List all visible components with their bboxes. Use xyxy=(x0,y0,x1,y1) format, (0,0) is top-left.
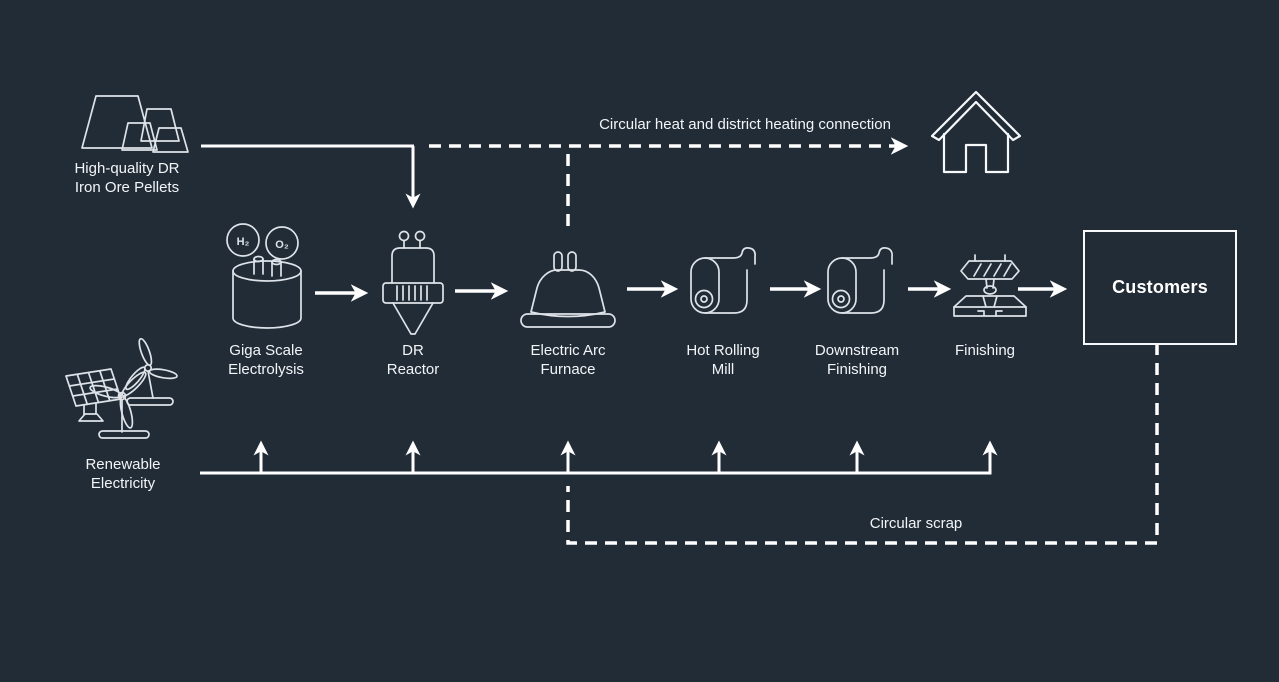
circular-heat-dashed-line xyxy=(429,137,909,226)
ore-piles-icon xyxy=(81,95,189,153)
electric-arc-furnace-icon xyxy=(520,251,616,328)
circular-scrap-dashed-line xyxy=(566,343,1159,545)
electrolysis-label: Giga Scale Electrolysis xyxy=(228,342,304,378)
renewable-electricity-line xyxy=(200,440,998,475)
dr-reactor-icon xyxy=(382,230,444,335)
h2-label: H₂ xyxy=(237,236,250,248)
milling-machine-icon xyxy=(953,254,1027,317)
customers-label: Customers xyxy=(1112,277,1208,297)
house-icon xyxy=(930,90,1022,174)
downstream-finishing-label: Downstream Finishing xyxy=(814,342,900,378)
customers-node: Customers xyxy=(1083,230,1237,345)
finishing-label: Finishing xyxy=(954,342,1016,359)
electrolysis-tank-icon: H₂ O₂ xyxy=(226,223,302,329)
dr-reactor-label: DR Reactor xyxy=(386,342,440,378)
steel-coil-icon xyxy=(827,247,893,314)
process-arrows xyxy=(315,280,1068,302)
circular-heat-label: Circular heat and district heating conne… xyxy=(599,116,891,133)
hot-rolling-mill-label: Hot Rolling Mill xyxy=(686,342,760,378)
wind-solar-icon xyxy=(65,337,178,439)
iron-ore-label: High-quality DR Iron Ore Pellets xyxy=(74,160,180,196)
renewable-electricity-label: Renewable Electricity xyxy=(85,456,161,492)
o2-label: O₂ xyxy=(275,239,289,251)
steel-coil-icon xyxy=(690,247,756,314)
circular-scrap-label: Circular scrap xyxy=(869,515,963,532)
pellets-feed-line xyxy=(201,144,421,209)
eaf-label: Electric Arc Furnace xyxy=(530,342,606,378)
